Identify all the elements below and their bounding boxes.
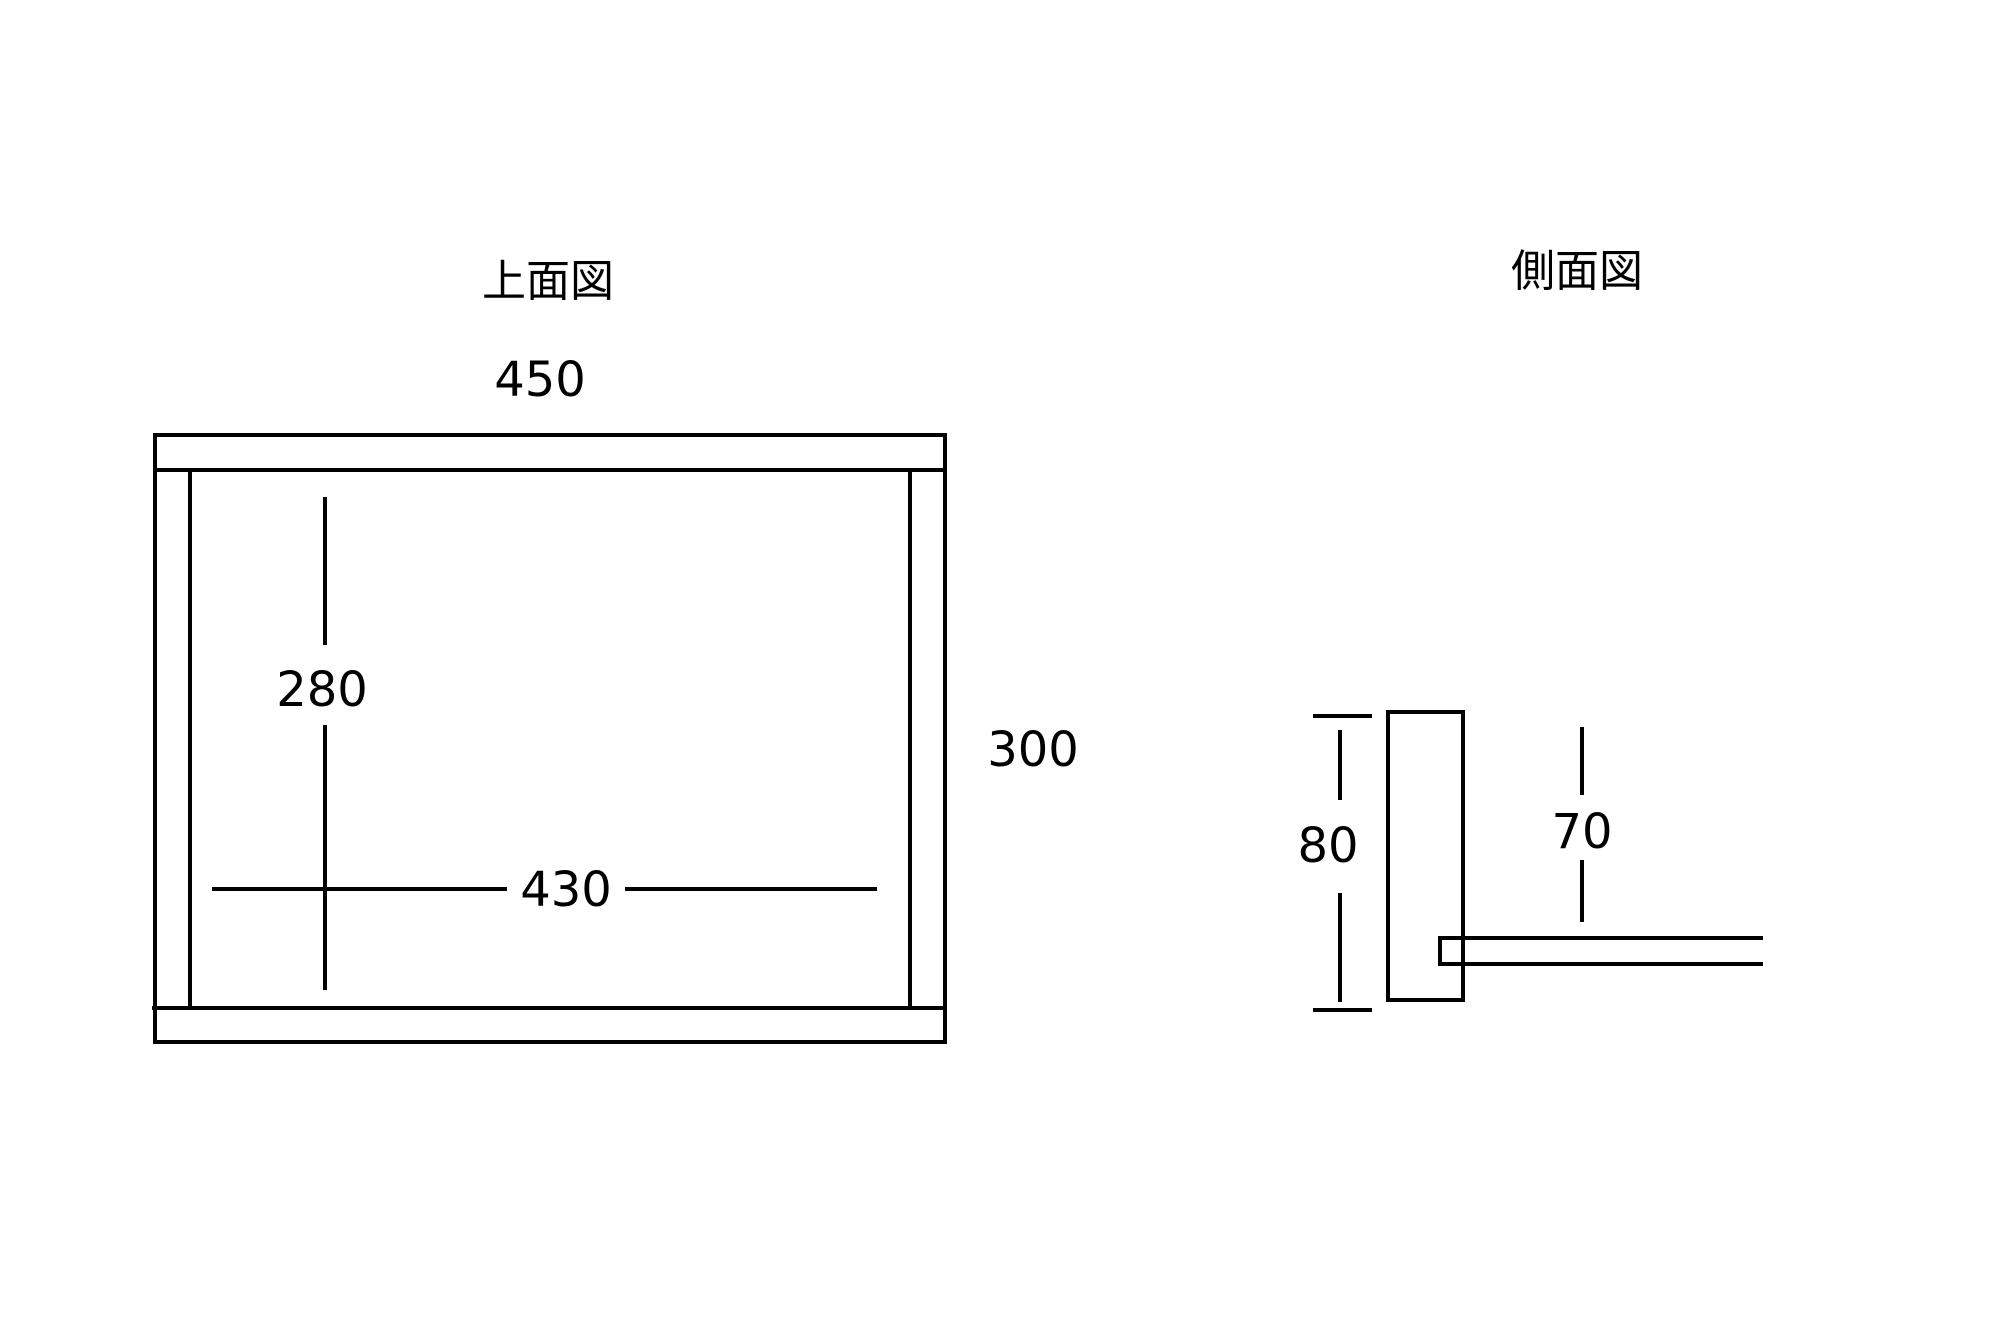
- bottom-board-section: [1438, 936, 1763, 966]
- width-dimension-label: 450: [494, 352, 586, 408]
- side-view: 側面図 80 70: [1297, 246, 1763, 1012]
- side-board-section: [1386, 710, 1465, 1002]
- depth-dimension-label: 300: [987, 722, 1079, 778]
- top-view: 上面図 450 280 430 300: [152, 256, 1079, 1044]
- inner-width-dimension-label: 430: [520, 862, 612, 918]
- inner-height-dimension-label: 70: [1551, 804, 1612, 860]
- side-view-title: 側面図: [1511, 246, 1643, 297]
- inner-depth-dimension-label: 280: [276, 662, 368, 718]
- box-outer-frame: [153, 433, 947, 1044]
- height-dimension-label: 80: [1297, 818, 1358, 874]
- top-view-title: 上面図: [482, 256, 614, 307]
